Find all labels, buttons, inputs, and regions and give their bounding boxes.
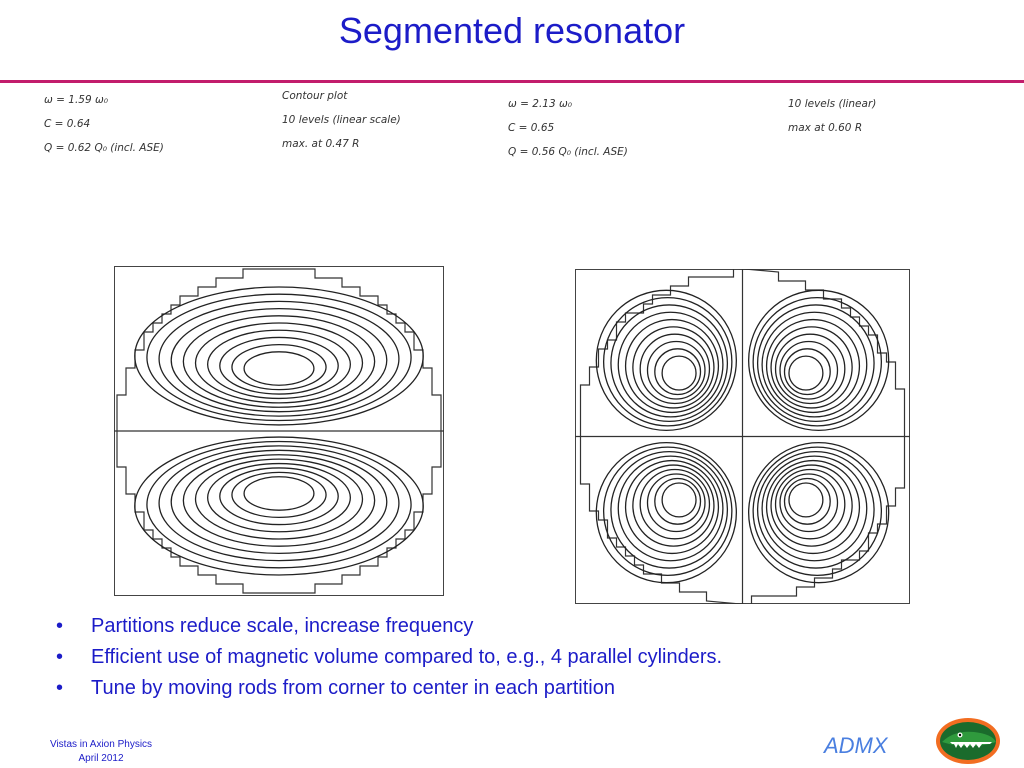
contour-line (654, 348, 702, 396)
note-line: 10 levels (linear) (788, 98, 877, 110)
footer-date: April 2012 (78, 753, 124, 764)
contour-line (639, 333, 711, 405)
contour-line (194, 322, 364, 404)
contour-line (765, 459, 861, 555)
contour-line (788, 482, 824, 518)
contour-line (779, 340, 839, 400)
note-line: C = 0.65 (508, 122, 555, 134)
contour-line (646, 473, 706, 533)
bullet-dot: • (56, 646, 64, 668)
contour-line (632, 464, 715, 547)
contour-line (207, 329, 351, 400)
contour-line (207, 462, 351, 533)
notes-right-params: ω = 2.13 ω₀ C = 0.65 Q = 0.56 Q₀ (incl. … (508, 92, 628, 164)
contour-line (243, 476, 315, 511)
contour-line (752, 446, 883, 577)
note-line: Q = 0.62 Q₀ (incl. ASE) (44, 142, 164, 154)
note-line: ω = 1.59 ω₀ (44, 94, 108, 106)
contour-line (610, 450, 729, 569)
gator-logo-icon (936, 718, 1000, 764)
contour-line (761, 455, 868, 562)
contour-line (748, 289, 890, 431)
contour-line (170, 449, 388, 555)
contour-line (779, 473, 839, 533)
contour-line (788, 355, 824, 391)
notes-left-plotinfo: Contour plot 10 levels (linear scale) ma… (282, 84, 401, 156)
contour-line (661, 482, 697, 518)
notes-left-params: ω = 1.59 ω₀ C = 0.64 Q = 0.62 Q₀ (incl. … (44, 88, 164, 160)
bullet-item: •Efficient use of magnetic volume compar… (56, 642, 722, 673)
title-rule (0, 80, 1024, 83)
contour-line (595, 442, 737, 584)
contour-line (761, 311, 868, 418)
note-line: C = 0.64 (44, 118, 91, 130)
contour-line (219, 336, 339, 395)
contour-line (617, 455, 724, 562)
contour-line (632, 326, 715, 409)
contour-line (182, 315, 376, 408)
contour-line (146, 440, 412, 569)
contour-line (770, 464, 853, 547)
bullet-item: •Tune by moving rods from corner to cent… (56, 673, 722, 704)
bullet-item: •Partitions reduce scale, increase frequ… (56, 611, 722, 642)
slide-title: Segmented resonator (338, 10, 686, 51)
note-line: Q = 0.56 Q₀ (incl. ASE) (508, 146, 628, 158)
note-line: max at 0.60 R (788, 122, 863, 134)
bullet-dot: • (56, 677, 64, 699)
contour-line (134, 436, 424, 576)
contour-line (170, 307, 388, 413)
footer: Vistas in Axion Physics April 2012 (36, 738, 166, 766)
contour-line (624, 459, 720, 555)
contour-line (595, 289, 737, 431)
contour-line (243, 351, 315, 386)
resonator-boundary (579, 269, 906, 604)
contour-line (146, 293, 412, 422)
note-line: ω = 2.13 ω₀ (508, 98, 572, 110)
contour-line (783, 348, 831, 396)
contour-line (661, 355, 697, 391)
contour-line (752, 296, 883, 427)
contour-line (182, 454, 376, 547)
footer-event: Vistas in Axion Physics (49, 739, 153, 750)
contour-plot-2-partitions (114, 266, 444, 596)
contour-line (765, 318, 861, 414)
contour-line (602, 296, 733, 427)
contour-line (646, 340, 706, 400)
contour-line (610, 304, 729, 423)
contour-line (654, 477, 702, 525)
contour-line (231, 343, 327, 391)
bullet-dot: • (56, 615, 64, 637)
contour-line (231, 471, 327, 519)
contour-line (639, 468, 711, 540)
contour-line (748, 442, 890, 584)
contour-line (756, 450, 875, 569)
contour-line (158, 300, 400, 417)
note-line: Contour plot (282, 90, 348, 102)
contour-line (624, 318, 720, 414)
notes-right-plotinfo: 10 levels (linear) max at 0.60 R (788, 92, 876, 140)
contour-line (194, 458, 364, 540)
contour-line (756, 304, 875, 423)
contour-line (774, 468, 846, 540)
contour-line (617, 311, 724, 418)
brand-label: ADMX (824, 733, 888, 758)
bullet-list: •Partitions reduce scale, increase frequ… (56, 611, 722, 704)
contour-line (774, 333, 846, 405)
contour-line (158, 445, 400, 562)
contour-plot-4-partitions (575, 269, 910, 604)
contour-line (783, 477, 831, 525)
contour-line (134, 286, 424, 426)
contour-line (602, 446, 733, 577)
contour-line (770, 326, 853, 409)
contour-line (219, 467, 339, 526)
note-line: 10 levels (linear scale) (282, 114, 401, 126)
note-line: max. at 0.47 R (282, 138, 360, 150)
